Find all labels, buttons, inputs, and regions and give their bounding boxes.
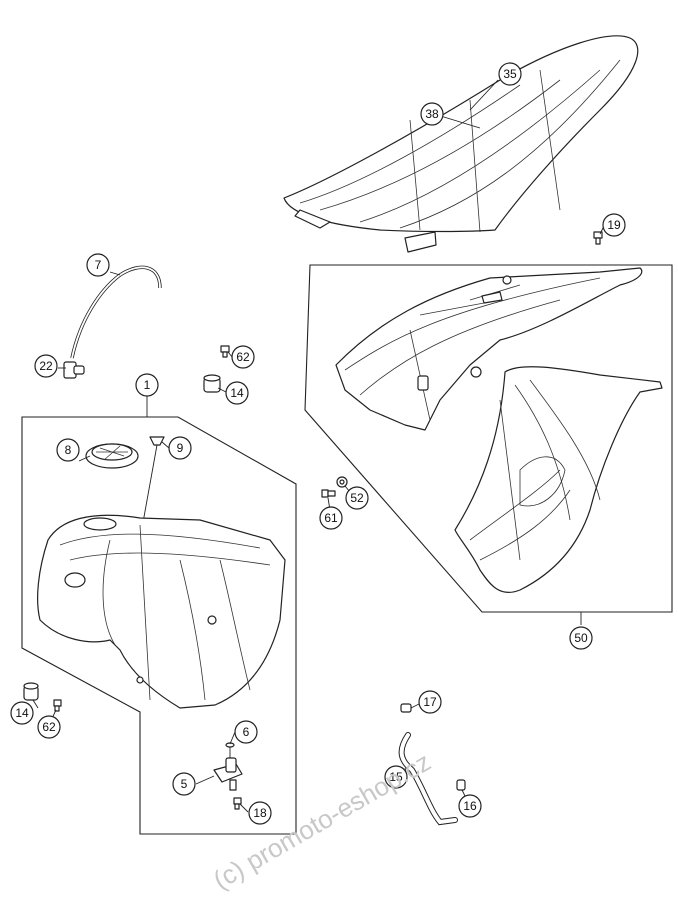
callout-9: 9 (168, 436, 192, 460)
callout-62-upper: 62 (231, 345, 255, 369)
clip-16 (456, 779, 466, 791)
clip-17 (400, 703, 412, 713)
svg-text:16: 16 (463, 799, 477, 813)
svg-text:18: 18 (253, 806, 267, 820)
svg-text:38: 38 (425, 107, 439, 121)
callout-19: 19 (602, 213, 626, 237)
callout-1: 1 (135, 373, 159, 397)
svg-text:17: 17 (423, 695, 437, 709)
svg-text:50: 50 (574, 631, 588, 645)
side-panel-frame (304, 264, 673, 613)
callout-16: 16 (458, 794, 482, 818)
callout-5: 5 (172, 772, 196, 796)
svg-text:9: 9 (177, 441, 184, 455)
fuel-tank-frame (21, 416, 297, 835)
valve-9 (141, 436, 165, 529)
callout-22: 22 (34, 354, 58, 378)
callout-7: 7 (86, 253, 110, 277)
svg-text:14: 14 (15, 706, 29, 720)
fitting-22 (63, 361, 85, 379)
screw-19 (593, 231, 603, 245)
side-panel-rear (335, 267, 643, 431)
svg-text:22: 22 (39, 359, 53, 373)
hose-15 (398, 732, 458, 826)
callout-14-upper: 14 (225, 381, 249, 405)
callout-50: 50 (569, 626, 593, 650)
spacer-14-upper (203, 374, 221, 393)
vent-hose (70, 265, 162, 359)
callout-14-lower: 14 (10, 701, 34, 725)
washer-52 (336, 476, 348, 488)
fuel-tap (213, 742, 243, 791)
fuel-cap (85, 443, 139, 469)
callout-8: 8 (56, 438, 80, 462)
callout-17: 17 (418, 690, 442, 714)
side-panel-front (454, 366, 663, 593)
svg-text:15: 15 (389, 770, 403, 784)
seat (283, 35, 639, 253)
callout-52: 52 (345, 486, 369, 510)
svg-text:62: 62 (42, 720, 56, 734)
svg-text:52: 52 (350, 491, 364, 505)
callout-35: 35 (498, 62, 522, 86)
svg-text:61: 61 (324, 511, 338, 525)
spacer-14-lower (23, 682, 39, 701)
screw-62-lower (53, 699, 62, 712)
fuel-tank (37, 514, 286, 709)
callout-6: 6 (234, 720, 258, 744)
svg-text:5: 5 (181, 777, 188, 791)
watermark: (c) promoto-eshop.cz (208, 746, 436, 895)
screw-61 (321, 489, 336, 498)
svg-text:35: 35 (503, 67, 517, 81)
callout-61: 61 (319, 506, 343, 530)
callout-62-lower: 62 (37, 715, 61, 739)
callout-18: 18 (248, 801, 272, 825)
svg-text:19: 19 (607, 218, 621, 232)
screw-18 (233, 797, 242, 810)
screw-62-upper (220, 345, 230, 358)
svg-text:1: 1 (144, 378, 151, 392)
svg-text:6: 6 (243, 725, 250, 739)
svg-text:7: 7 (95, 258, 102, 272)
callout-38: 38 (420, 102, 444, 126)
svg-text:62: 62 (236, 350, 250, 364)
callout-15: 15 (384, 765, 408, 789)
svg-text:8: 8 (65, 443, 72, 457)
svg-text:14: 14 (230, 386, 244, 400)
